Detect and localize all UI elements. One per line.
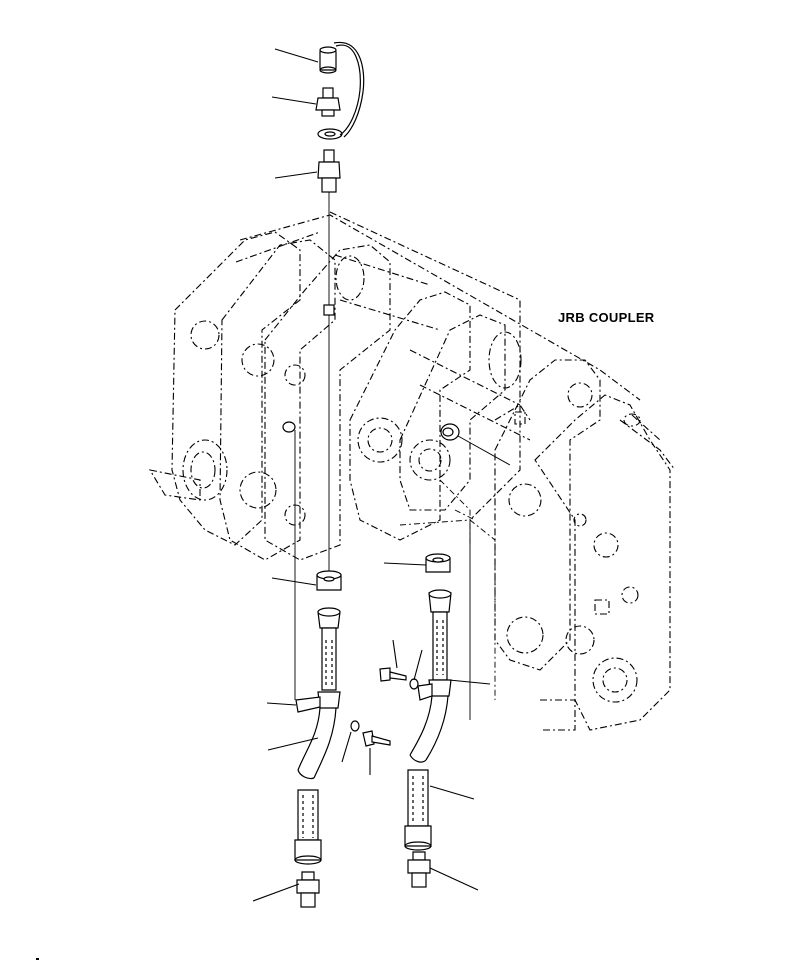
- left-grease-point: [282, 421, 296, 700]
- left-hose-assembly: [294, 570, 391, 908]
- right-hose-assembly: [379, 520, 471, 888]
- grease-nipple-part: [315, 87, 341, 117]
- top-fittings: [315, 41, 365, 575]
- washer-ring-part: [317, 128, 343, 140]
- coupler-label: JRB COUPLER: [558, 310, 655, 325]
- dust-cap-part: [319, 41, 365, 138]
- leader-lines: [252, 48, 491, 902]
- right-grease-point: [440, 423, 511, 466]
- corner-mark: [36, 958, 39, 960]
- adapter-fitting-part: [317, 149, 341, 193]
- coupler-body-phantom: [148, 211, 676, 731]
